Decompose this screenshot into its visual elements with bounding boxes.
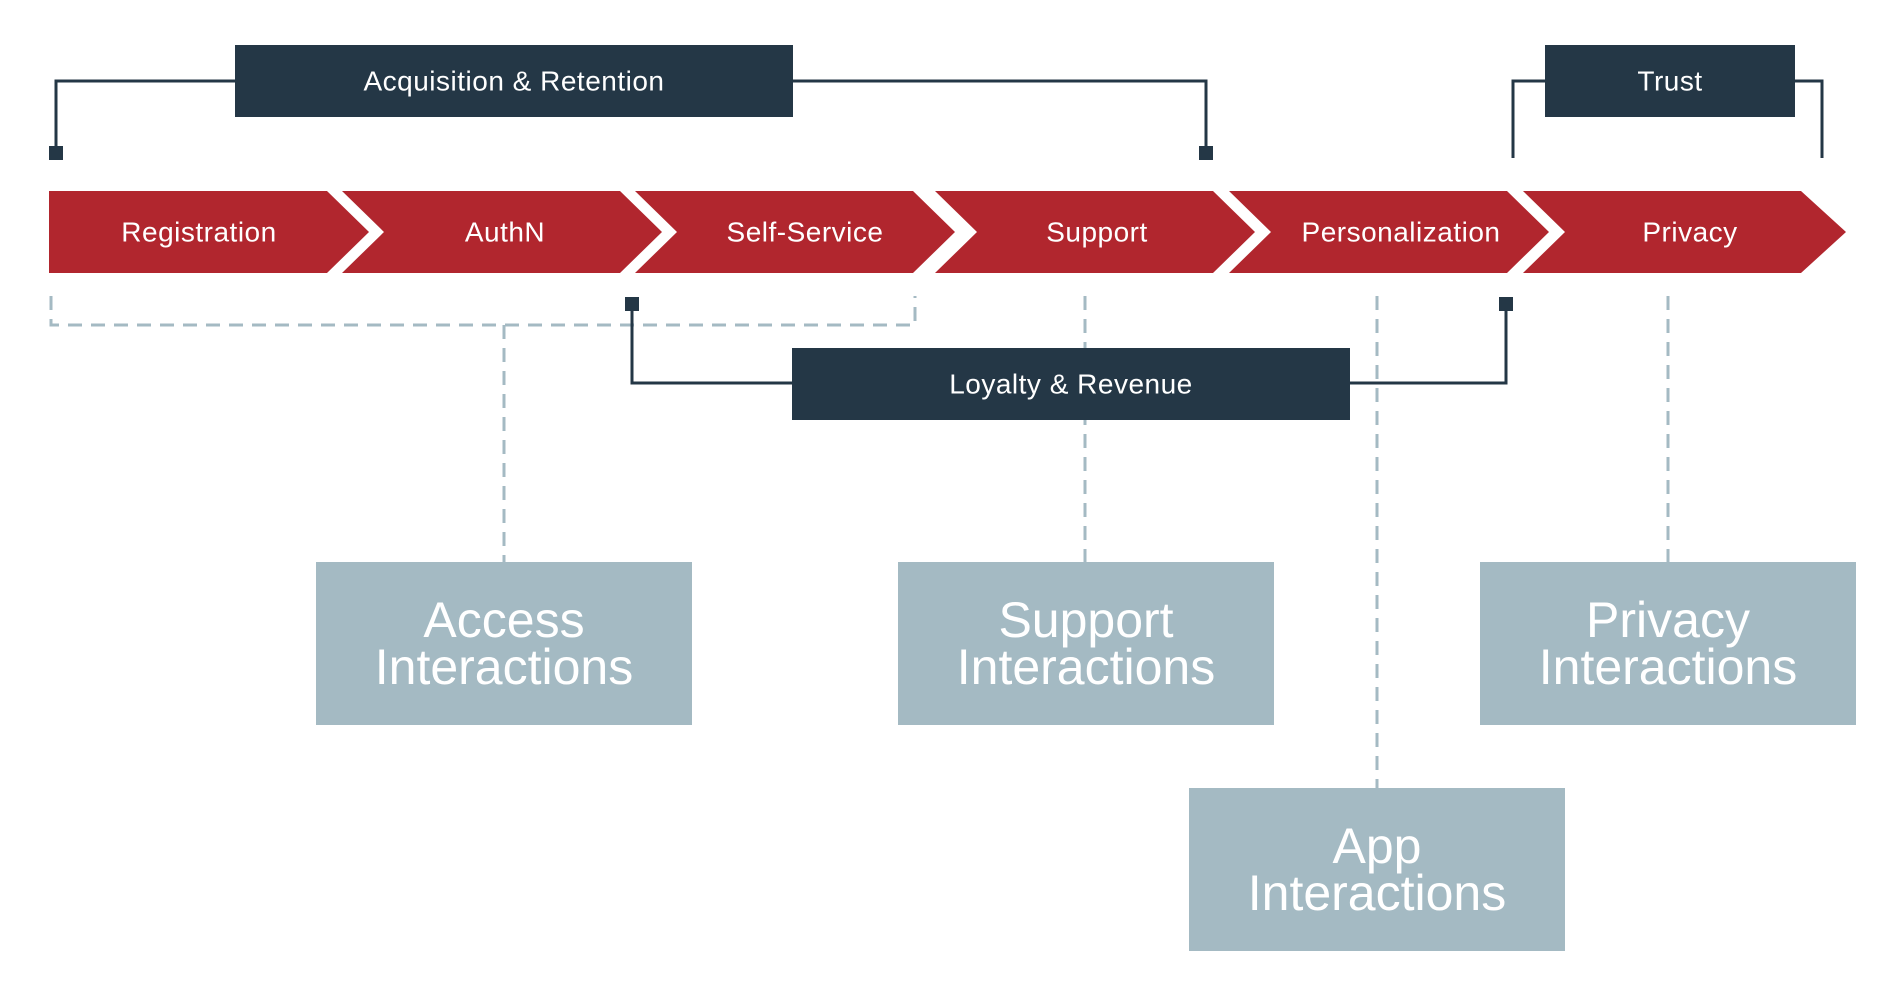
loyalty-bracket-left-end: [625, 297, 639, 311]
group-acquisition-label: Acquisition & Retention: [363, 66, 664, 97]
loyalty-bracket: [630, 304, 1508, 385]
interaction-privacy-line2: Interactions: [1539, 639, 1797, 695]
group-loyalty-box: [792, 348, 1350, 420]
dashed-connectors: [49, 296, 1670, 788]
stage-registration: Registration: [49, 191, 369, 273]
stage-personalization: Personalization: [1229, 191, 1549, 273]
interaction-support-line1: Support: [998, 592, 1173, 648]
stage-authn: AuthN: [342, 191, 662, 273]
trust-bracket: [1511, 79, 1824, 158]
stage-privacy-label: Privacy: [1642, 217, 1737, 248]
interaction-app-box: [1189, 788, 1565, 951]
interaction-app: App Interactions: [1189, 788, 1565, 951]
stage-authn-shape: [342, 191, 662, 273]
interaction-access: Access Interactions: [316, 562, 692, 725]
stage-privacy-shape: [1523, 191, 1846, 273]
stage-registration-label: Registration: [121, 217, 276, 248]
interaction-access-line2: Interactions: [375, 639, 633, 695]
group-loyalty: Loyalty & Revenue: [792, 348, 1350, 420]
loyalty-bracket-right-end: [1499, 297, 1513, 311]
interaction-access-line1: Access: [423, 592, 584, 648]
stage-authn-label: AuthN: [465, 217, 545, 248]
acquisition-bracket: [54, 79, 1208, 150]
interaction-privacy-line1: Privacy: [1586, 592, 1750, 648]
stage-self-service: Self-Service: [635, 191, 955, 273]
stage-registration-shape: [49, 191, 369, 273]
interaction-privacy: Privacy Interactions: [1480, 562, 1856, 725]
group-trust-label: Trust: [1637, 66, 1702, 97]
stage-privacy: Privacy: [1523, 191, 1846, 273]
interaction-support: Support Interactions: [898, 562, 1274, 725]
stage-personalization-shape: [1229, 191, 1549, 273]
stage-personalization-label: Personalization: [1302, 217, 1501, 248]
group-acquisition-box: [235, 45, 793, 117]
acquisition-bracket-left-end: [49, 146, 63, 160]
stage-support-label: Support: [1046, 217, 1148, 248]
stage-support-shape: [935, 191, 1255, 273]
group-trust: Trust: [1545, 45, 1795, 117]
interaction-support-line2: Interactions: [957, 639, 1215, 695]
group-trust-box: [1545, 45, 1795, 117]
stage-self-service-label: Self-Service: [727, 217, 884, 248]
group-loyalty-label: Loyalty & Revenue: [949, 369, 1193, 400]
stage-flow: Registration AuthN Self-Service Support …: [49, 191, 1846, 273]
interaction-access-box: [316, 562, 692, 725]
interaction-app-line2: Interactions: [1248, 865, 1506, 921]
interaction-app-line1: App: [1333, 818, 1422, 874]
brackets: [49, 79, 1824, 385]
acquisition-bracket-right-end: [1199, 146, 1213, 160]
group-acquisition: Acquisition & Retention: [235, 45, 793, 117]
stage-support: Support: [935, 191, 1255, 273]
connector-access-group: [49, 296, 917, 327]
interaction-support-box: [898, 562, 1274, 725]
interaction-privacy-box: [1480, 562, 1856, 725]
stage-self-service-shape: [635, 191, 955, 273]
